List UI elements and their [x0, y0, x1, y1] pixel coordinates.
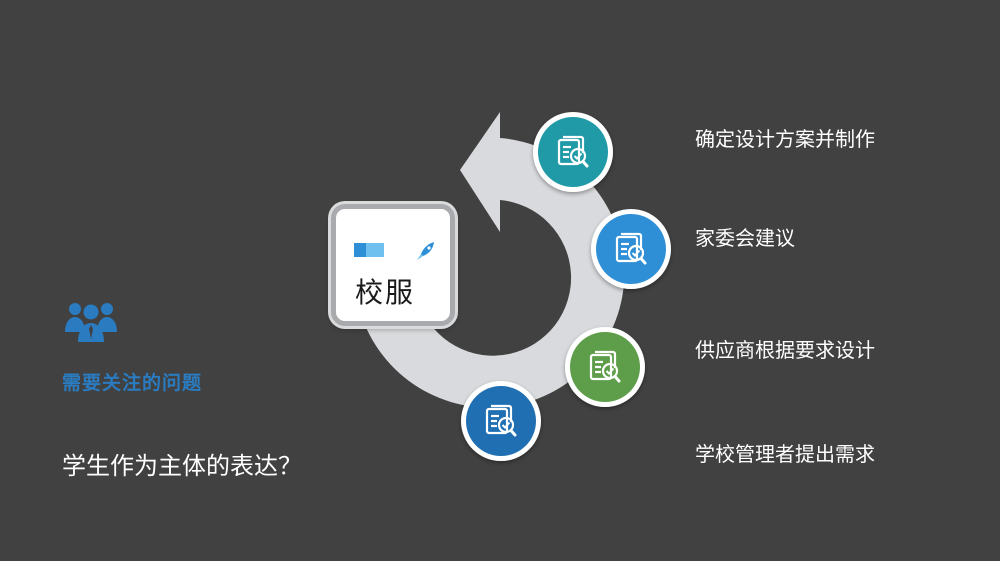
rocket-icon [417, 242, 434, 260]
step-circle-2 [591, 209, 671, 289]
logo-card: 校服 [331, 204, 455, 326]
step-circle-4 [461, 381, 541, 461]
logo-text: 校服 [355, 276, 416, 309]
step-label-4: 学校管理者提出需求 [695, 442, 875, 466]
main-question: 学生作为主体的表达？ [62, 452, 302, 480]
people-group-icon [65, 303, 117, 342]
step-label-1: 确定设计方案并制作 [695, 127, 875, 151]
step-circle-3 [565, 327, 645, 407]
step-label-3: 供应商根据要求设计 [695, 338, 875, 362]
step-circles [461, 112, 671, 461]
concern-heading: 需要关注的问题 [62, 372, 203, 394]
step-circle-1 [533, 112, 613, 192]
cycle-arrow-ring [365, 138, 625, 408]
step-label-2: 家委会建议 [695, 226, 795, 250]
logo-bar-icon [354, 243, 384, 257]
cycle-arrow-head [460, 112, 500, 232]
